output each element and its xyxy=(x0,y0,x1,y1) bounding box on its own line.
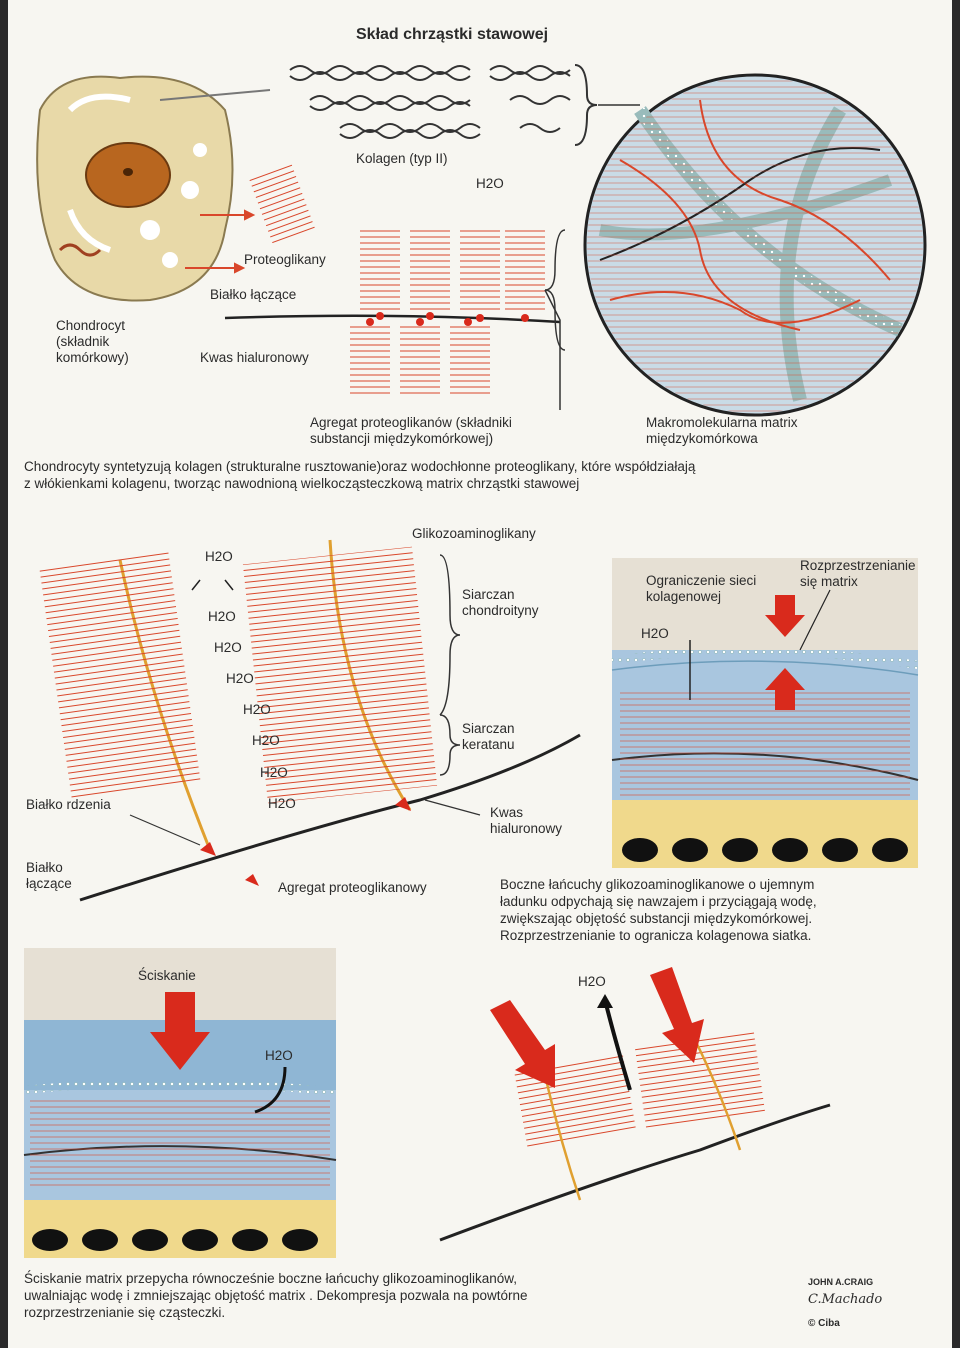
label-chondroitin-sulfate: Siarczan chondroityny xyxy=(462,587,539,618)
macromolecular-matrix-circle xyxy=(583,73,927,417)
label-proteoglycans: Proteoglikany xyxy=(244,252,326,267)
caption-3: Ściskanie matrix przepycha równocześnie … xyxy=(24,1271,528,1320)
label-hyaluronic-acid-top: Kwas hialuronowy xyxy=(200,350,309,365)
label-link-protein-mid: Białko łączące xyxy=(26,860,72,891)
label-chondrocyte: Chondrocyt (składnik komórkowy) xyxy=(56,318,129,365)
label-hyaluronic-acid-mid: Kwas hialuronowy xyxy=(490,805,563,836)
label-h2o-bottom: H2O xyxy=(578,974,606,989)
label-h2o-mid-8: H2O xyxy=(268,796,296,811)
label-keratan-sulfate: Siarczan keratanu xyxy=(462,721,515,752)
compression-panel xyxy=(23,948,337,1258)
label-h2o-compression: H2O xyxy=(265,1048,293,1063)
label-h2o-mid-6: H2O xyxy=(252,733,280,748)
cell-arrows xyxy=(159,89,271,274)
chondrocyte-cell xyxy=(36,75,234,302)
label-core-protein: Białko rdzenia xyxy=(26,797,111,812)
expansion-panel xyxy=(611,558,919,868)
caption-1: Chondrocyty syntetyzują kolagen (struktu… xyxy=(24,459,696,491)
label-macromolecular-matrix: Makromolekularna matrix międzykomórkowa xyxy=(646,415,798,446)
label-glycosaminoglycans: Glikozoaminoglikany xyxy=(412,526,536,541)
label-h2o-mid-7: H2O xyxy=(260,765,288,780)
caption-2: Boczne łańcuchy glikozoaminoglikanowe o … xyxy=(500,877,817,943)
collagen-fibers xyxy=(289,64,640,146)
gag-diagram xyxy=(39,539,581,902)
signature-craig: JOHN A.CRAIG xyxy=(808,1277,874,1287)
label-matrix-expansion: Rozprzestrzenianie się matrix xyxy=(800,558,916,589)
label-h2o-panel: H2O xyxy=(641,626,669,641)
label-h2o-mid-5: H2O xyxy=(243,702,271,717)
compression-diagram xyxy=(439,967,831,1242)
label-collagen-network-limit: Ograniczenie sieci kolagenowej xyxy=(646,573,757,604)
label-h2o-mid-3: H2O xyxy=(214,640,242,655)
label-h2o-mid-1: H2O xyxy=(205,549,233,564)
label-h2o-mid-4: H2O xyxy=(226,671,254,686)
copyright-ciba: © Ciba xyxy=(808,1318,840,1329)
label-compression: Ściskanie xyxy=(138,968,196,983)
proteoglycan-aggregate-top xyxy=(224,164,566,410)
label-aggregate-mid: Agregat proteoglikanowy xyxy=(278,880,427,895)
label-link-protein-top: Białko łączące xyxy=(210,287,297,302)
signature-machado: C.Machado xyxy=(808,1292,883,1307)
label-h2o-top: H2O xyxy=(476,176,504,191)
label-aggregate-top: Agregat proteoglikanów (składniki substa… xyxy=(310,415,512,446)
label-collagen: Kolagen (typ II) xyxy=(356,151,448,166)
label-h2o-mid-2: H2O xyxy=(208,609,236,624)
diagram-title: Skład chrząstki stawowej xyxy=(356,26,549,43)
